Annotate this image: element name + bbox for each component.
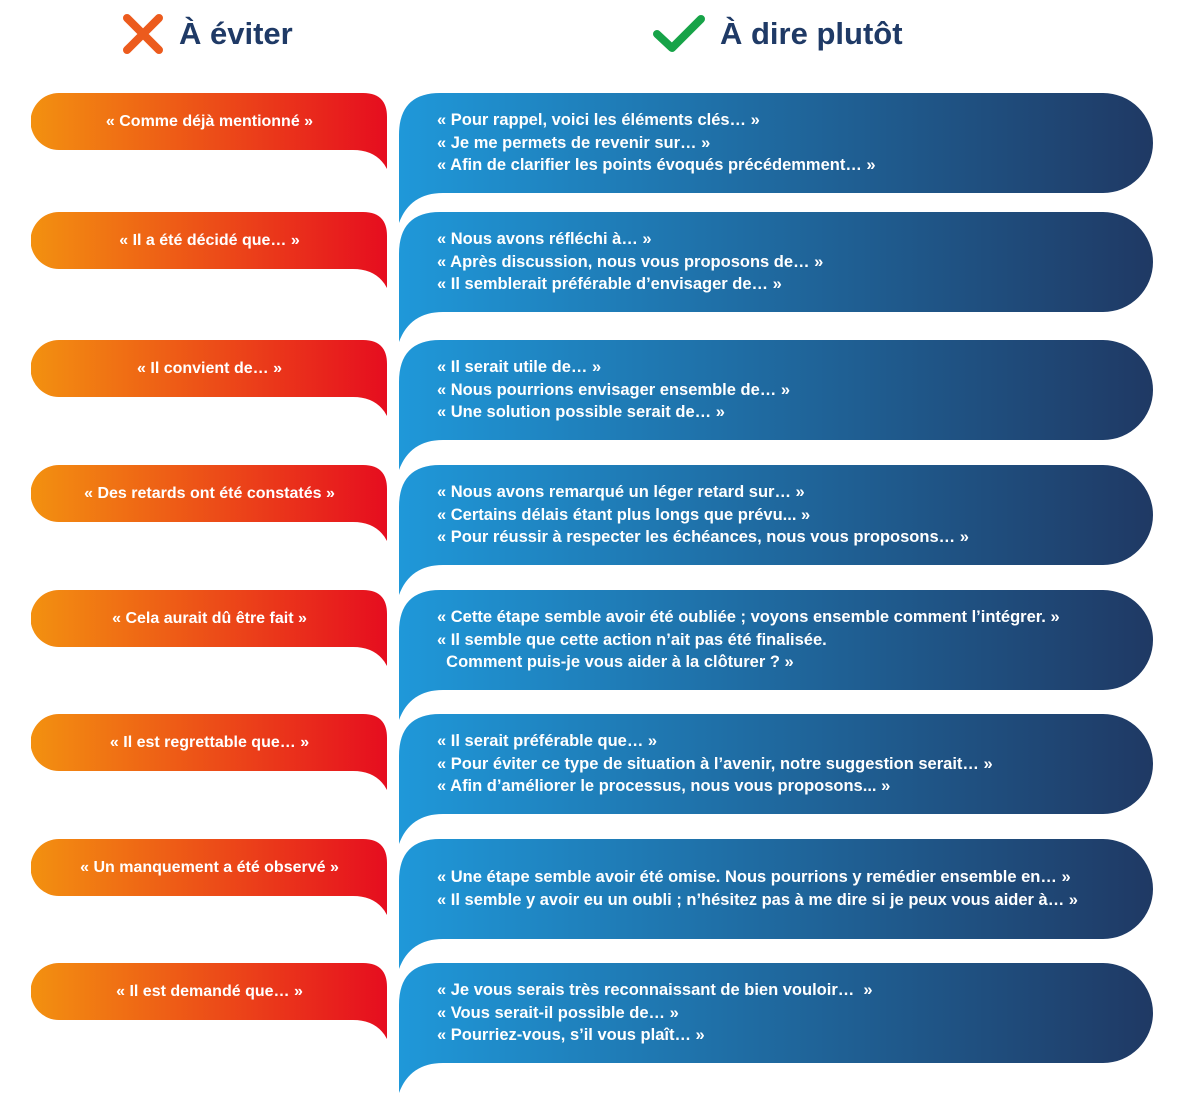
preferred-phrase: « Nous pourrions envisager ensemble de… … <box>437 380 791 399</box>
prefer-bubble: « Une étape semble avoir été omise. Nous… <box>398 839 1154 969</box>
avoid-header: À éviter <box>121 12 293 56</box>
phrase-row: « Comme déjà mentionné » « Pour rappel, … <box>0 93 1180 223</box>
preferred-phrase: « Après discussion, nous vous proposons … <box>437 252 824 271</box>
preferred-phrase: « Il serait utile de… » <box>437 358 602 377</box>
prefer-bubble: « Cette étape semble avoir été oubliée ;… <box>398 590 1154 720</box>
prefer-title: À dire plutôt <box>720 16 903 51</box>
avoid-phrase: « Il est demandé que… » <box>116 982 303 1000</box>
avoid-bubble: « Il convient de… » <box>31 340 388 416</box>
prefer-bubble: « Il serait utile de… » « Nous pourrions … <box>398 340 1154 470</box>
phrase-row: « Il est regrettable que… » « Il serait … <box>0 714 1180 844</box>
preferred-phrase: « Nous avons remarqué un léger retard su… <box>437 483 805 502</box>
avoid-phrase: « Cela aurait dû être fait » <box>112 609 307 627</box>
avoid-phrase: « Comme déjà mentionné » <box>105 112 314 130</box>
preferred-phrase: « Cette étape semble avoir été oubliée ;… <box>437 608 1060 627</box>
avoid-bubble: « Cela aurait dû être fait » <box>31 590 388 666</box>
phrase-row: « Des retards ont été constatés » « Nous… <box>0 465 1180 595</box>
avoid-phrase: « Il convient de… » <box>137 359 282 377</box>
phrase-row: « Il convient de… » « Il serait utile de… <box>0 340 1180 470</box>
phrase-row: « Il est demandé que… » « Je vous serais… <box>0 963 1180 1093</box>
avoid-bubble: « Il est demandé que… » <box>31 963 388 1039</box>
preferred-phrase: « Pour réussir à respecter les échéances… <box>437 528 969 547</box>
preferred-phrase: « Certains délais étant plus longs que p… <box>437 505 811 524</box>
preferred-phrase: « Pour rappel, voici les éléments clés… … <box>437 111 760 130</box>
avoid-bubble: « Un manquement a été observé » <box>31 839 388 915</box>
avoid-bubble: « Des retards ont été constatés » <box>31 465 388 541</box>
prefer-header: À dire plutôt <box>652 12 903 56</box>
preferred-phrase: « Il semblerait préférable d’envisager d… <box>437 275 782 294</box>
preferred-phrase: « Je vous serais très reconnaissant de b… <box>437 981 873 1000</box>
avoid-phrase: « Des retards ont été constatés » <box>84 484 335 502</box>
preferred-phrase: « Une solution possible serait de… » <box>437 403 725 422</box>
preferred-phrase: « Il semble que cette action n’ait pas é… <box>437 630 827 672</box>
preferred-phrase: « Afin d’améliorer le processus, nous vo… <box>437 777 891 796</box>
prefer-bubble: « Nous avons réfléchi à… » « Après discus… <box>398 212 1154 342</box>
avoid-bubble: « Il est regrettable que… » <box>31 714 388 790</box>
preferred-phrase: « Vous serait-il possible de… » <box>437 1003 679 1022</box>
phrase-row: « Cela aurait dû être fait » « Cette éta… <box>0 590 1180 720</box>
preferred-phrase: « Nous avons réfléchi à… » <box>437 230 652 249</box>
prefer-bubble: « Pour rappel, voici les éléments clés… … <box>398 93 1154 223</box>
avoid-phrase: « Il a été décidé que… » <box>119 231 300 249</box>
preferred-phrase: « Il semble y avoir eu un oubli ; n’hési… <box>437 891 1078 909</box>
preferred-phrase: « Pour éviter ce type de situation à l’a… <box>437 754 993 773</box>
avoid-title: À éviter <box>179 16 293 51</box>
preferred-phrase: « Pourriez-vous, s’il vous plaît… » <box>437 1026 705 1045</box>
prefer-bubble: « Il serait préférable que… » « Pour évit… <box>398 714 1154 844</box>
preferred-phrase: « Je me permets de revenir sur… » <box>437 133 711 152</box>
phrase-row: « Un manquement a été observé » « Une ét… <box>0 839 1180 969</box>
cross-icon <box>121 12 165 56</box>
preferred-phrase: « Une étape semble avoir été omise. Nous… <box>437 868 1071 887</box>
avoid-bubble: « Comme déjà mentionné » <box>31 93 388 169</box>
preferred-phrase: « Afin de clarifier les points évoqués p… <box>437 156 876 175</box>
preferred-phrase: « Il serait préférable que… » <box>437 732 658 751</box>
check-icon <box>652 12 706 56</box>
avoid-phrase: « Il est regrettable que… » <box>109 733 310 751</box>
avoid-bubble: « Il a été décidé que… » <box>31 212 388 288</box>
prefer-bubble: « Nous avons remarqué un léger retard su… <box>398 465 1154 595</box>
avoid-phrase: « Un manquement a été observé » <box>80 858 339 876</box>
prefer-bubble: « Je vous serais très reconnaissant de b… <box>398 963 1154 1093</box>
phrase-row: « Il a été décidé que… » « Nous avons ré… <box>0 212 1180 342</box>
